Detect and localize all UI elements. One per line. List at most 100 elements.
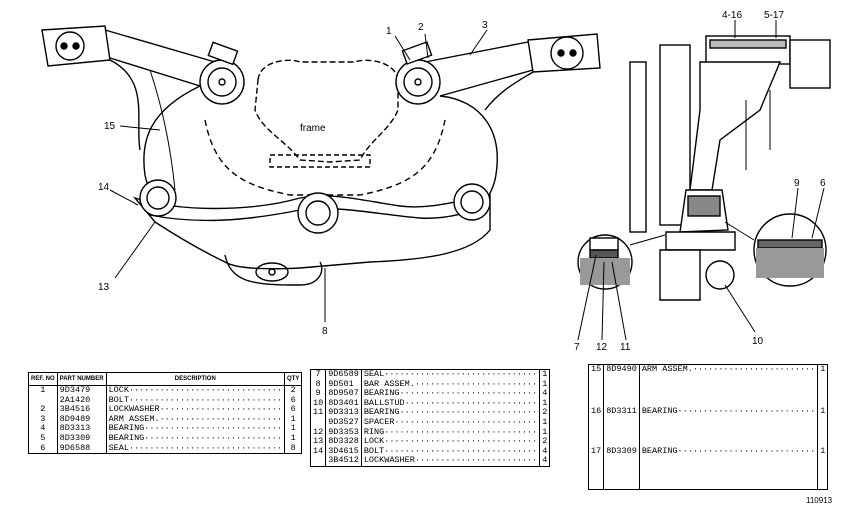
ref-cell: 2 — [28, 405, 58, 415]
description-cell: BEARING··························· — [108, 424, 283, 434]
part-number-cell: 3D4615 — [325, 446, 362, 457]
dot-leader: ······························ — [384, 446, 538, 456]
qty-cell: 8 — [284, 443, 302, 454]
description-cell: BEARING··························· — [641, 447, 816, 457]
part-number-cell: 9D3527 — [325, 417, 362, 428]
ref-cell: 17 — [588, 446, 605, 490]
qty-cell: 1 — [817, 406, 828, 448]
ref-cell: 13 — [310, 437, 327, 447]
qty-cell: 1 — [539, 398, 550, 409]
section-callout-leaders — [577, 20, 825, 341]
ref-cell: 12 — [310, 427, 327, 438]
dot-leader: ···························· — [394, 417, 538, 427]
part-number-cell: 9D3313 — [325, 408, 362, 418]
part-number-cell: 8D9489 — [57, 414, 107, 425]
description-cell: BOLT······························ — [108, 395, 282, 405]
callout-8: 8 — [322, 326, 328, 337]
right-top-bearing — [395, 41, 441, 105]
qty-cell: 1 — [817, 364, 828, 407]
dot-leader: ······························ — [128, 443, 282, 453]
left-arm-end-block — [41, 25, 111, 67]
qty-cell: 4 — [539, 389, 550, 399]
dot-leader: ························ — [414, 456, 538, 466]
dot-leader: ······························ — [384, 437, 538, 447]
part-number-cell: 8D3328 — [325, 437, 362, 447]
description-cell: LOCKWASHER························ — [108, 405, 282, 415]
qty-cell: 6 — [284, 405, 302, 415]
part-number-cell: 8D3313 — [57, 424, 107, 434]
description-cell: LOCK······························ — [108, 385, 282, 395]
description-cell: BALLSTUD·························· — [363, 398, 538, 408]
dot-leader: ························ — [159, 405, 282, 415]
callout-13: 13 — [98, 282, 110, 293]
description-cell: BOLT······························ — [363, 446, 538, 456]
bar-bearing-right — [453, 183, 491, 221]
description-cell: BEARING··························· — [108, 433, 283, 443]
dot-leader: ························ — [692, 364, 816, 374]
part-number-cell: 8D3311 — [603, 406, 640, 448]
part-number-cell: 8D3401 — [325, 398, 362, 409]
dot-leader: ························ — [414, 379, 538, 389]
qty-cell: 2 — [539, 408, 550, 418]
left-top-bearing — [199, 41, 245, 105]
ref-cell: 3 — [28, 414, 58, 425]
part-number-cell: 9D501 — [325, 379, 362, 390]
callout-10: 10 — [752, 336, 764, 347]
description-cell: SEAL······························ — [363, 369, 538, 379]
ref-cell: 4 — [28, 424, 58, 434]
detail-circle-right — [724, 213, 827, 287]
ref-cell: 6 — [28, 443, 58, 454]
qty-cell: 2 — [284, 385, 302, 396]
parts-drawing: frame 1 2 3 15 14 13 8 — [41, 10, 831, 353]
part-number-cell: 8D9507 — [325, 389, 362, 399]
dot-leader: ·························· — [404, 398, 538, 408]
callout-2: 2 — [418, 22, 424, 33]
description-cell: LOCKWASHER························ — [363, 456, 538, 466]
description-cell: BEARING··························· — [641, 406, 816, 416]
description-cell: LOCK······························ — [363, 437, 538, 447]
callout-14: 14 — [98, 182, 110, 193]
ref-cell — [28, 395, 58, 406]
callout-4-16: 4-16 — [722, 10, 742, 21]
callout-15: 15 — [104, 121, 116, 132]
description-cell: RING······························ — [363, 427, 538, 437]
bar-bearing-left — [139, 179, 177, 217]
dot-leader: ··························· — [677, 406, 816, 416]
qty-cell: 1 — [284, 433, 302, 444]
description-cell: BAR ASSEM.························ — [363, 379, 538, 389]
ref-cell: 1 — [28, 385, 58, 396]
part-number-cell: 8D3309 — [603, 446, 640, 490]
left-arm-outline — [104, 29, 216, 203]
callout-12: 12 — [596, 342, 608, 353]
part-number-cell: 3B4516 — [57, 405, 107, 415]
qty-cell: 1 — [284, 424, 302, 434]
qty-cell: 1 — [539, 417, 550, 428]
ref-cell: 15 — [588, 364, 605, 407]
detail-circle-left — [577, 234, 666, 290]
ref-cell: 11 — [310, 408, 327, 418]
ref-cell — [310, 417, 327, 428]
qty-cell: 1 — [539, 369, 550, 380]
frame-label: frame — [300, 123, 326, 134]
